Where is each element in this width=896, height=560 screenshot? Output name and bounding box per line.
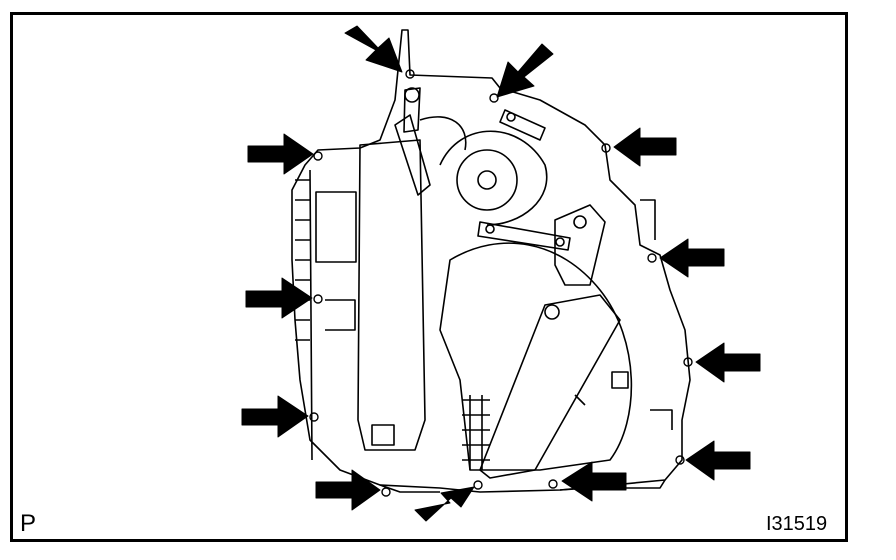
screw-11 [473,480,483,490]
screw-9 [675,455,685,465]
screw-8 [309,412,319,422]
damper-blade [479,294,621,479]
screw-5 [647,253,657,263]
screw-10 [381,487,391,497]
lower-chamber [439,242,633,471]
screw-4 [313,151,323,161]
arrow-11 [414,486,475,522]
central-hub [456,149,518,211]
upper-right-link-pin [506,112,516,122]
arrow-8 [241,395,309,438]
right-boss [611,371,629,389]
damper-pivot [544,304,560,320]
screw-7 [683,357,693,367]
screw-6 [313,294,323,304]
central-hub-center [477,170,497,190]
arrow-4 [247,133,314,175]
arrow-1 [344,25,403,73]
bottom-grid [462,395,490,470]
middle-link-pin-right [555,237,565,247]
arrow-7 [695,342,761,383]
indicator-arrows [241,25,761,522]
left-panel-window [315,191,357,263]
screw-1 [405,69,415,79]
left-panel [357,139,426,451]
screw-12 [548,479,558,489]
upper-link-arm-2 [403,87,421,133]
arrow-9 [685,440,751,481]
figure-id: I31519 [766,513,828,535]
arrow-10 [315,469,381,511]
middle-link-pin-left [485,224,495,234]
upper-right-link [499,109,546,141]
arrow-2 [496,43,554,98]
arrow-12 [561,461,627,502]
screw-2 [489,93,499,103]
figure-frame [10,12,848,542]
middle-link-bar [477,221,571,251]
upper-link-arm [394,114,431,196]
right-lever [554,204,606,286]
screw-3 [601,143,611,153]
left-panel-slot [371,424,395,446]
left-edge-detail [309,169,356,461]
right-lever-pin [573,215,587,229]
arrow-6 [245,277,313,319]
housing-outline [291,29,691,493]
screws [309,69,693,497]
right-side-detail [574,199,673,430]
view-label: P [20,510,37,537]
central-arc [439,130,548,226]
arrow-5 [659,238,725,278]
arc-guide [419,116,467,151]
arrow-3 [613,127,677,167]
left-grille [295,179,310,341]
